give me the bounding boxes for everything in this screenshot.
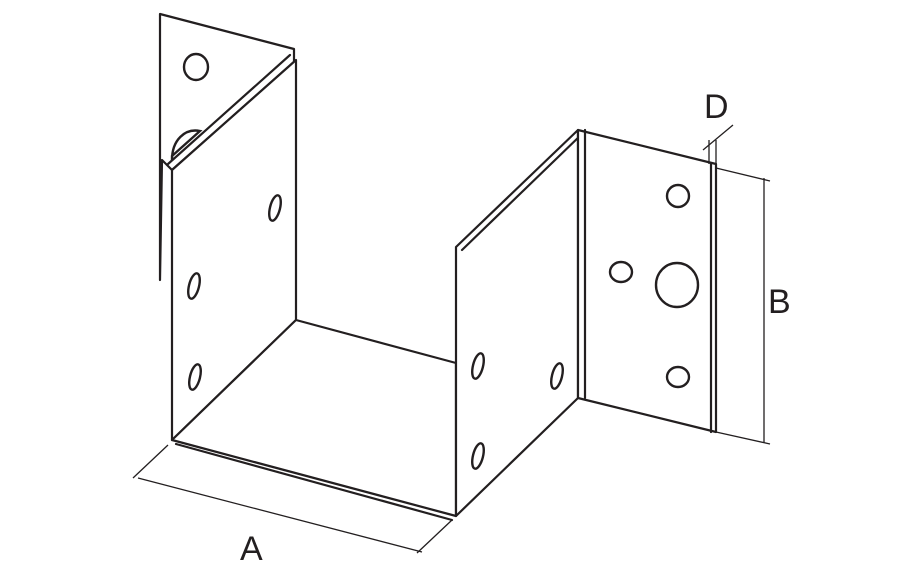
flange-hole-large — [654, 261, 700, 309]
right-plate-hole-1 — [471, 352, 485, 380]
label-b: B — [768, 283, 791, 321]
left-flange-hole-upper — [182, 52, 210, 82]
flange-hole-bottom — [665, 365, 691, 389]
right-flange — [576, 128, 718, 434]
label-d: D — [704, 88, 729, 126]
dimension-a — [132, 444, 453, 554]
right-plate-hole-2 — [550, 362, 564, 390]
dimension-d — [702, 124, 734, 164]
left-plate-hole-2 — [187, 272, 201, 300]
left-plate-hole-1 — [268, 194, 282, 222]
left-plate-hole-3 — [188, 363, 202, 391]
label-a: A — [240, 530, 263, 568]
flange-hole-left — [608, 260, 634, 284]
right-side-plate — [454, 128, 585, 518]
flange-hole-top — [665, 183, 691, 209]
left-flange-hole-lower — [170, 129, 203, 161]
left-side-plate — [166, 53, 298, 442]
right-plate-hole-3 — [471, 442, 485, 470]
dimension-b — [715, 167, 771, 445]
